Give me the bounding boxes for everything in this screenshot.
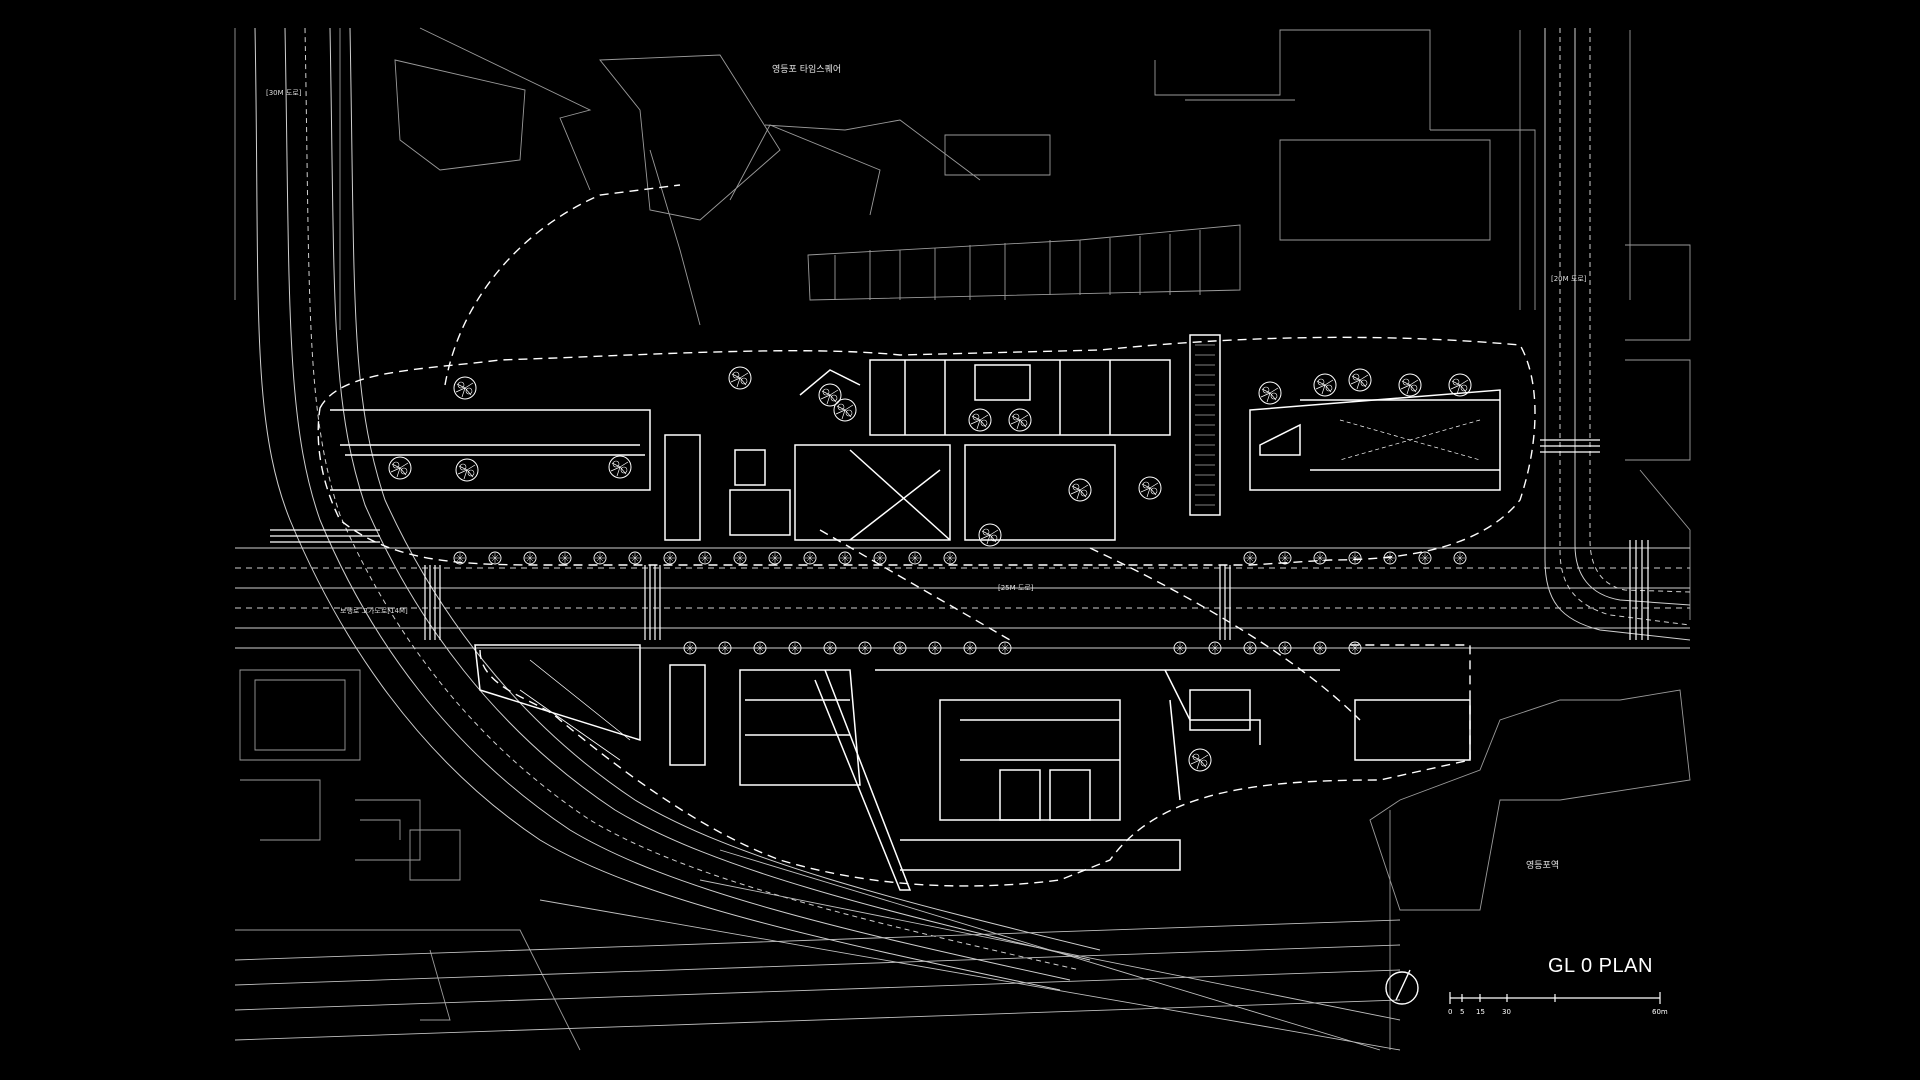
scale-label-0: 0	[1448, 1008, 1453, 1016]
site-boundary	[317, 184, 1536, 887]
left-curving-road	[254, 27, 1101, 991]
plan-title: GL 0 PLAN	[1548, 955, 1653, 977]
scale-bar	[1449, 992, 1661, 1004]
north-arrow-icon	[1385, 969, 1419, 1005]
scale-label-15: 15	[1476, 1008, 1485, 1016]
street-trees	[453, 551, 1467, 655]
landscape-trees	[388, 366, 1472, 772]
horizontal-25m-road	[235, 547, 1690, 649]
context-buildings	[234, 27, 1691, 1051]
scale-label-60m: 60m	[1652, 1008, 1668, 1016]
scale-label-30: 30	[1502, 1008, 1511, 1016]
label-road-30m: [30M 도로]	[266, 89, 302, 97]
scale-label-5: 5	[1460, 1008, 1465, 1016]
label-yeongdeungpo-station: 영등포역	[1526, 861, 1560, 871]
label-road-25m: [25M 도로]	[998, 584, 1034, 592]
label-times-square: 영등포 타임스퀘어	[772, 65, 842, 75]
south-building	[474, 644, 1471, 891]
railway-tracks	[234, 849, 1401, 1051]
north-building	[330, 334, 1501, 541]
label-road-20m: [20M 도로]	[1551, 275, 1587, 283]
crosswalks	[270, 439, 1649, 640]
label-overpass: 보행로 고가도로[14M]	[340, 607, 408, 615]
